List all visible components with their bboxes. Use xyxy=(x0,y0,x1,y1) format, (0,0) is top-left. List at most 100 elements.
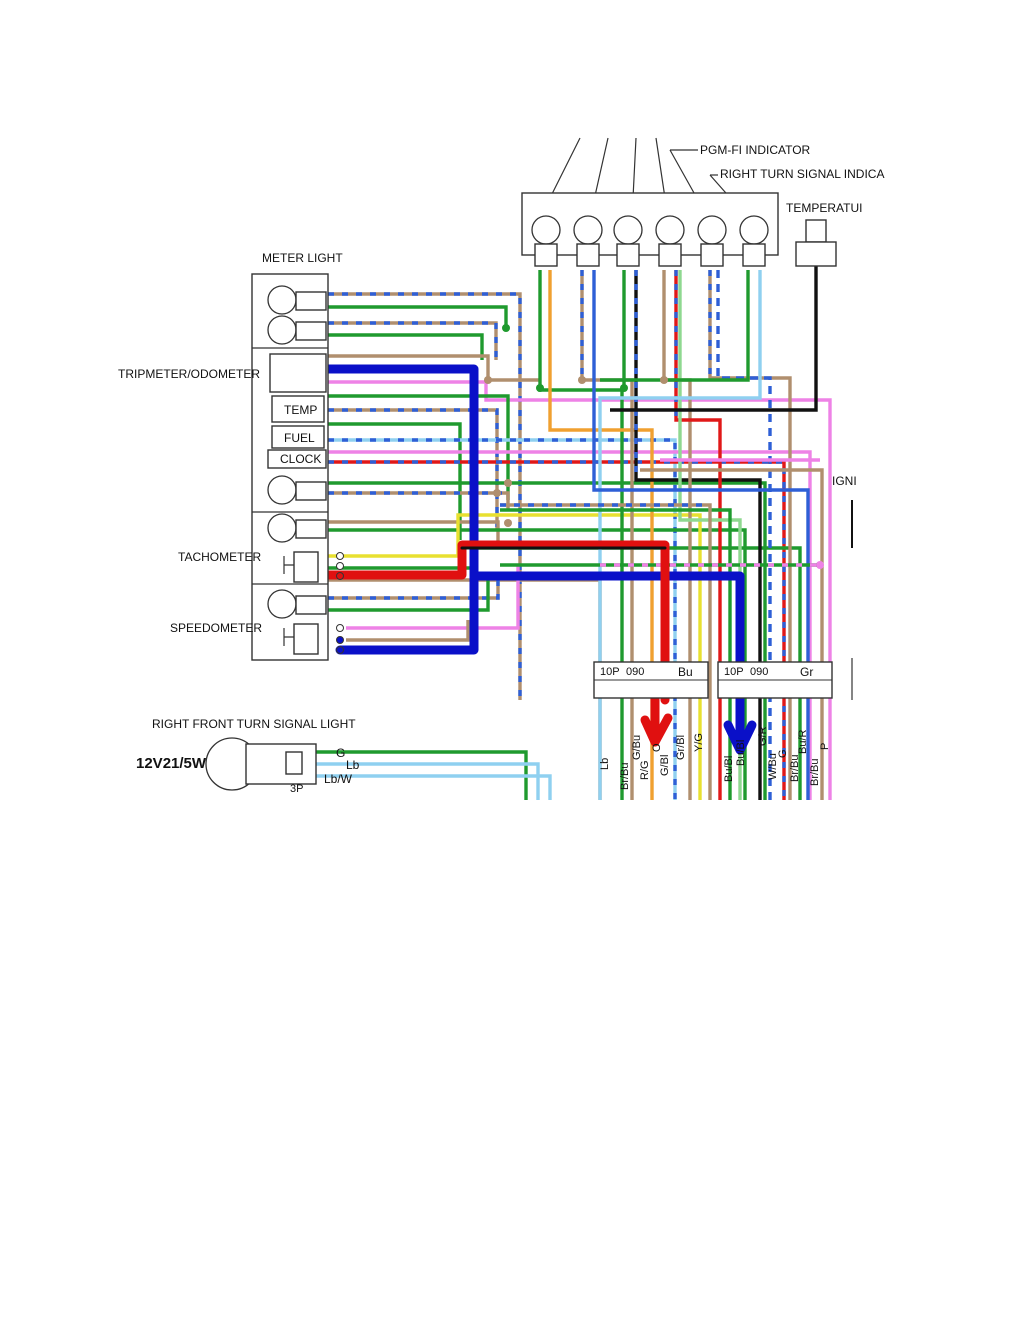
connector-left-color: Bu xyxy=(678,665,693,679)
wire-tan-blue xyxy=(328,520,500,545)
highlight-blue-path xyxy=(469,571,745,705)
junction-dot xyxy=(504,479,512,487)
wire-tan xyxy=(708,270,792,800)
indicator-housing xyxy=(521,192,779,256)
connector-right-color: Gr xyxy=(800,665,813,679)
meter-cluster: METER LIGHT TRIPMETER/ODOMETER TEMP FUEL… xyxy=(118,251,344,661)
wire-code-label: Br/Bu xyxy=(619,762,631,790)
wire-green xyxy=(328,333,484,360)
clock-label: CLOCK xyxy=(280,452,321,466)
speedometer-label: SPEEDOMETER xyxy=(170,621,262,635)
tachometer-label: TACHOMETER xyxy=(178,550,261,564)
tachometer-bulb-icon xyxy=(267,513,297,543)
tripmeter-display xyxy=(269,353,327,393)
wire-code-label: G/Bu xyxy=(631,735,643,760)
right-front-turn-signal-label: RIGHT FRONT TURN SIGNAL LIGHT xyxy=(152,717,356,731)
connector-right-wire-labels: Bu/Bl Bu/Bl G/R W/Bu G Br/Bu Bu/R Br/Bu … xyxy=(723,726,831,786)
temperature-sensor-icon xyxy=(805,219,827,243)
junction-dot xyxy=(484,376,492,384)
tripmeter-odometer-label: TRIPMETER/ODOMETER xyxy=(118,367,260,381)
connector-left-wire-labels: Lb Br/Bu R/G G/Bu O G/Bl Gr/Bl Y/G xyxy=(599,733,705,790)
wire-green xyxy=(328,580,490,612)
wire-green xyxy=(328,305,508,330)
connector-right-pins: 10P xyxy=(724,666,744,678)
wire-code-label: Lb xyxy=(599,758,611,770)
wire-g-label: G xyxy=(336,746,345,760)
tachometer-terminal xyxy=(293,551,319,583)
indicator-bulb-icon xyxy=(655,215,685,245)
connector-right: 10P 090 Gr xyxy=(717,661,833,699)
junction-dot xyxy=(502,324,510,332)
junction-dot xyxy=(493,489,501,497)
wire-light-blue xyxy=(316,762,540,800)
wire-pink xyxy=(346,565,520,630)
wire-light-blue xyxy=(598,270,762,800)
speedometer-terminal xyxy=(293,623,319,655)
highlight-blue-path xyxy=(321,364,479,655)
wire-lbw-label: Lb/W xyxy=(324,772,353,786)
indicator-bulb-icon xyxy=(531,215,561,245)
wire-black xyxy=(610,262,818,412)
wire-code-label: Gr/Bl xyxy=(675,735,687,760)
wire-red xyxy=(674,270,722,800)
ignition-label: IGNI xyxy=(832,474,857,488)
meter-light-label: METER LIGHT xyxy=(262,251,343,265)
ignition-partial: IGNI xyxy=(832,474,857,700)
speedometer-bulb-icon xyxy=(267,589,297,619)
wire-green xyxy=(538,270,624,800)
indicator-bulb-icon xyxy=(739,215,769,245)
wire-code-label: G/R xyxy=(757,726,769,746)
junction-dot xyxy=(620,384,628,392)
wire-lb-label: Lb xyxy=(346,758,360,772)
wire-green xyxy=(500,508,732,800)
indicator-panel: PGM-FI INDICATOR RIGHT TURN SIGNAL INDIC… xyxy=(521,137,884,267)
blue-arrow-icon xyxy=(723,691,757,755)
wire-green xyxy=(600,270,750,382)
wire-code-label: P xyxy=(819,743,831,750)
wire-light-blue xyxy=(316,774,552,800)
junction-dot xyxy=(504,519,512,527)
wire-code-label: G/Bl xyxy=(659,755,671,776)
red-arrow-icon xyxy=(640,687,673,747)
junction-dot xyxy=(578,376,586,384)
junction-dot xyxy=(660,376,668,384)
wire-code-label: R/G xyxy=(639,760,651,780)
wire-code-label: W/Bu xyxy=(767,753,779,780)
fuel-gauge xyxy=(271,425,325,449)
highlight-paths xyxy=(321,364,757,755)
connector-right-code: 090 xyxy=(750,666,768,678)
wire-tan-blue-dash xyxy=(328,580,500,600)
junction-dot xyxy=(536,384,544,392)
indicator-leader-line xyxy=(539,137,749,219)
indicator-bulb-icon xyxy=(573,215,603,245)
wire-tan xyxy=(328,578,602,800)
wire-code-label: Bu/Bl xyxy=(723,756,735,782)
wire-green xyxy=(328,422,462,540)
indicator-bulb-icon xyxy=(613,215,643,245)
wire-red-dash xyxy=(328,460,786,800)
temperature-label: TEMPERATUI xyxy=(786,201,862,215)
connector-left-pins: 10P xyxy=(600,666,620,678)
wire-tan-blue-dash xyxy=(328,321,498,360)
connector-3p-label: 3P xyxy=(290,783,303,795)
temp-gauge xyxy=(271,395,325,423)
wire-tan-blue xyxy=(328,354,540,382)
meter-light-bulb-icon xyxy=(267,475,297,505)
wire-green xyxy=(328,394,510,500)
wire-tan xyxy=(328,491,510,510)
wire-blue xyxy=(716,270,772,800)
fuel-label: FUEL xyxy=(284,431,315,445)
wire-code-label: Br/Bu xyxy=(789,754,801,782)
turn-signal-socket xyxy=(245,743,317,785)
wire-pink xyxy=(328,380,832,800)
bulb-rating-label: 12V21/5W xyxy=(136,755,207,772)
wire-code-label: Bu/R xyxy=(797,729,809,754)
wire-bundle xyxy=(316,262,832,800)
highlight-red-path xyxy=(323,540,670,705)
connector-left: 10P 090 Bu xyxy=(593,661,709,699)
temp-label: TEMP xyxy=(284,403,317,417)
junction-dot xyxy=(816,561,824,569)
clock-display xyxy=(267,449,327,469)
indicator-bulb-icon xyxy=(697,215,727,245)
